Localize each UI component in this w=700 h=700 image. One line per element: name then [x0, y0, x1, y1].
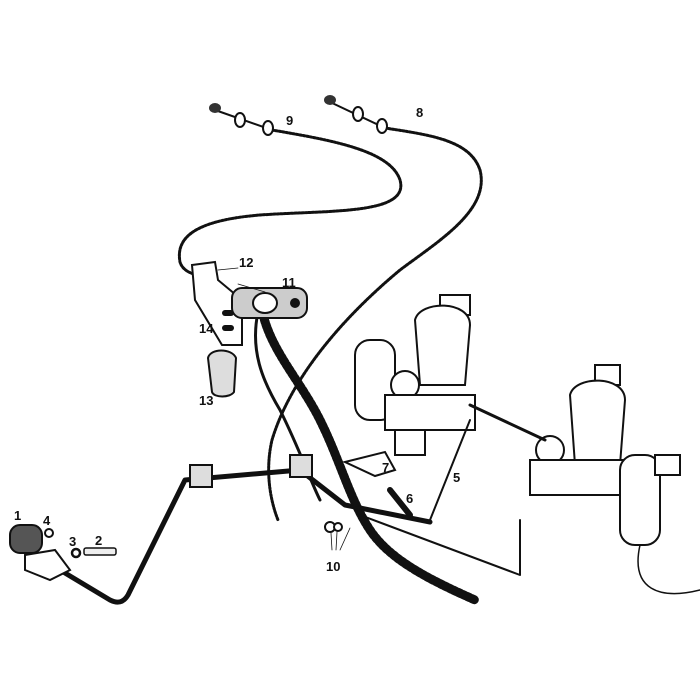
cable-nut-9 — [234, 112, 246, 128]
cable-knob-9 — [209, 103, 221, 113]
choke-cable-9 — [177, 103, 403, 277]
fasteners-10 — [324, 521, 351, 551]
cable-nut-8b — [376, 118, 388, 134]
switch-11 — [231, 287, 308, 319]
pedal-pad-1 — [9, 524, 43, 554]
carburettor-front — [354, 294, 476, 456]
callout-12: 12 — [239, 255, 253, 270]
callout-5: 5 — [453, 470, 460, 485]
cable-nut-9b — [262, 120, 274, 136]
callout-11: 11 — [282, 275, 296, 290]
throttle-cable-8 — [267, 95, 483, 522]
cable-knob-8 — [324, 95, 336, 105]
callout-4: 4 — [43, 513, 51, 528]
linkage-rod — [359, 514, 521, 576]
washer-3 — [70, 547, 82, 559]
washer-4 — [44, 528, 54, 538]
callout-13: 13 — [199, 393, 213, 408]
callout-6: 6 — [406, 491, 413, 506]
bracket-7 — [342, 450, 397, 478]
callout-14: 14 — [199, 321, 214, 336]
callout-3: 3 — [69, 534, 76, 549]
callout-1: 1 — [14, 508, 21, 523]
carburettor-rear — [529, 364, 700, 595]
callout-9: 9 — [286, 113, 293, 128]
callout-10: 10 — [326, 559, 340, 574]
callout-8: 8 — [416, 105, 423, 120]
pin-2 — [83, 547, 117, 556]
cap-13 — [206, 349, 238, 398]
callout-7: 7 — [382, 460, 389, 475]
callout-2: 2 — [95, 533, 102, 548]
leader-lines — [217, 267, 266, 293]
linkage-shaft — [468, 403, 547, 442]
cable-nut-8 — [352, 106, 364, 122]
bracket-14 — [190, 260, 243, 346]
rod-5 — [429, 419, 471, 521]
wiring-harness — [257, 305, 480, 605]
spring-6 — [387, 487, 413, 518]
accelerator-rod — [24, 454, 433, 605]
